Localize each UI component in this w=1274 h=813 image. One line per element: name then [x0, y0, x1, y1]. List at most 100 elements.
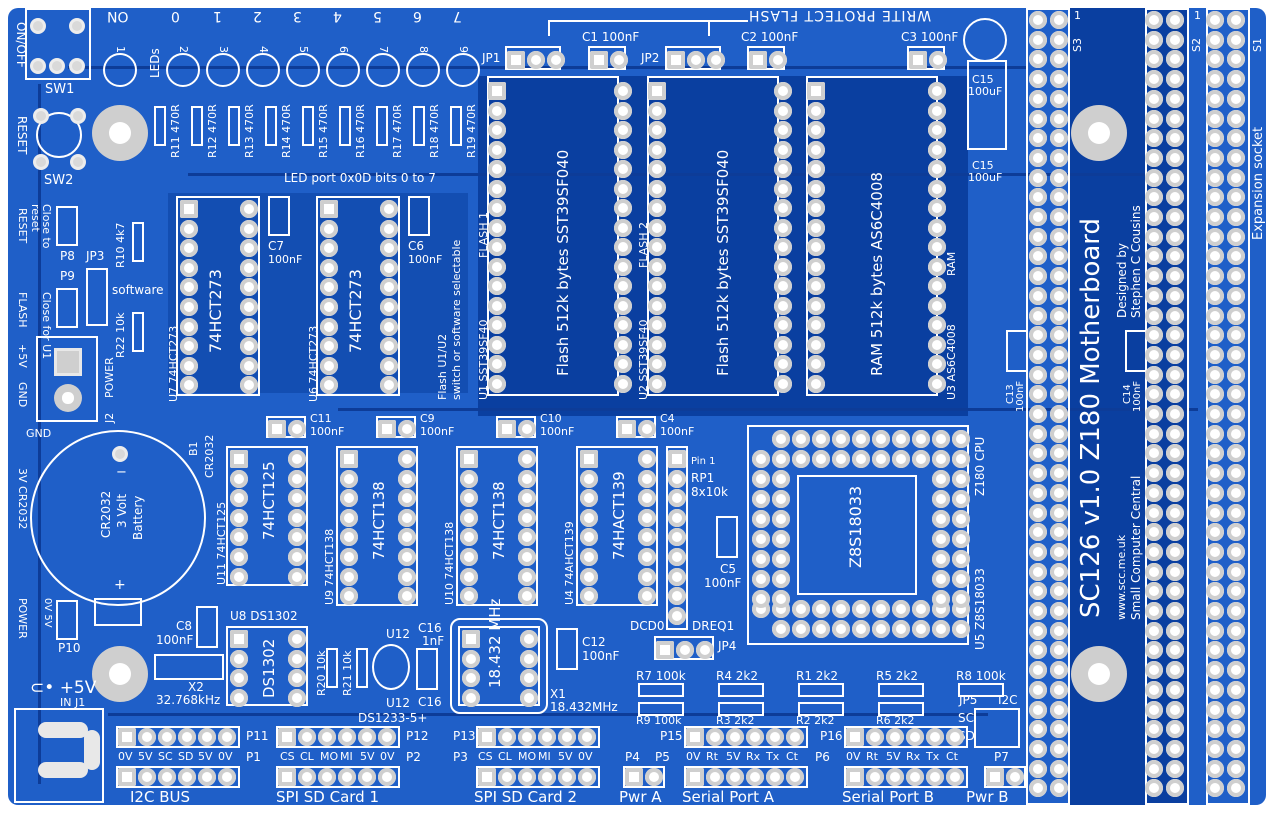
p4-header[interactable] — [623, 766, 665, 788]
pad — [518, 567, 536, 586]
pad — [1166, 424, 1184, 443]
pad — [318, 768, 336, 786]
pad — [852, 620, 870, 638]
jp3-jumper[interactable] — [86, 268, 108, 326]
pad — [1145, 503, 1163, 522]
pad — [288, 630, 306, 648]
pad — [1166, 503, 1184, 522]
cpu-body — [797, 475, 917, 595]
p4-label: P4 — [625, 750, 640, 764]
pad — [118, 768, 136, 786]
resistor-r13 — [228, 106, 240, 146]
pad — [1166, 720, 1184, 739]
arrow-line — [548, 20, 748, 22]
j1-power-jack[interactable] — [14, 708, 104, 803]
pad — [1050, 326, 1068, 345]
pad — [668, 548, 686, 566]
pad — [1227, 483, 1245, 502]
pad — [240, 317, 258, 336]
pad — [278, 728, 296, 746]
j2-power-connector[interactable] — [36, 336, 98, 422]
jp5-jumper[interactable] — [974, 708, 1020, 748]
cr2032-side-label: 3V CR2032 — [16, 468, 29, 530]
pad — [774, 140, 792, 159]
pad — [614, 199, 632, 217]
p5-header[interactable] — [684, 766, 808, 788]
j2-pad — [54, 384, 82, 412]
s2-socket[interactable] — [1145, 8, 1189, 805]
pad — [774, 316, 792, 334]
u3-body-label: RAM 512k bytes AS6C4008 — [868, 172, 886, 376]
pad — [946, 768, 964, 786]
s3-socket[interactable] — [1026, 8, 1070, 805]
trace — [38, 84, 41, 784]
p13-header[interactable] — [476, 726, 600, 748]
on-label: ON — [107, 8, 129, 24]
p10-header[interactable] — [56, 600, 78, 640]
led-port-note: LED port 0x0D bits 0 to 7 — [284, 171, 436, 185]
pad — [638, 548, 656, 566]
pad — [766, 728, 784, 746]
pad — [180, 219, 198, 238]
pad — [807, 257, 825, 276]
pad — [928, 101, 946, 120]
u9-chip — [336, 446, 418, 606]
pad — [138, 768, 156, 786]
p8-header[interactable] — [56, 206, 78, 246]
reset-button[interactable] — [36, 112, 82, 158]
p16-header[interactable] — [844, 726, 968, 748]
pad — [1145, 208, 1163, 226]
pad — [1166, 483, 1184, 502]
p15-header[interactable] — [684, 726, 808, 748]
pad — [1166, 621, 1184, 640]
pad — [926, 728, 944, 746]
pad — [614, 140, 632, 159]
r17-label: R17 470R — [391, 104, 404, 158]
pad — [812, 430, 830, 448]
r16-label: R16 470R — [354, 104, 367, 158]
pad — [240, 200, 258, 218]
p12-header[interactable] — [276, 726, 400, 748]
reset2-label: RESET — [16, 208, 29, 244]
pad — [1227, 641, 1245, 660]
u6-chip — [316, 196, 400, 396]
pad — [1227, 11, 1245, 29]
pad — [1050, 30, 1068, 49]
pad — [460, 528, 478, 547]
pad — [518, 450, 536, 468]
pad — [180, 258, 198, 277]
p7-header[interactable] — [984, 766, 1026, 788]
p2-header[interactable] — [276, 766, 400, 788]
pad — [807, 218, 825, 237]
pad — [952, 470, 970, 488]
p1-header[interactable] — [116, 766, 240, 788]
c13-capacitor — [1006, 330, 1028, 372]
pad — [648, 121, 666, 139]
pad — [278, 768, 296, 786]
pad — [866, 728, 884, 746]
jp5-label: JP5 — [959, 693, 978, 707]
pad — [498, 420, 516, 438]
pad — [812, 620, 830, 638]
pad — [668, 508, 686, 527]
pad — [398, 469, 416, 488]
pad — [952, 430, 970, 448]
pad — [547, 51, 565, 69]
pad — [752, 570, 770, 588]
pad — [288, 420, 306, 438]
u2-body-label: Flash 512k bytes SST39SF040 — [714, 149, 732, 376]
c4-value: 100nF — [660, 425, 695, 438]
led-num-7: 7 — [377, 46, 390, 53]
battery-line1: CR2032 — [99, 490, 113, 538]
pad — [488, 179, 506, 198]
pin-label: Rt — [706, 750, 718, 763]
p3-header[interactable] — [476, 766, 600, 788]
pad — [1206, 345, 1224, 364]
s1-expansion-socket[interactable] — [1206, 8, 1250, 805]
p6-header[interactable] — [844, 766, 968, 788]
p11-header[interactable] — [116, 726, 240, 748]
p9-header[interactable] — [56, 288, 78, 328]
pad — [772, 620, 790, 638]
serial-b-label: Serial Port B — [842, 788, 935, 805]
pad — [1029, 286, 1047, 305]
